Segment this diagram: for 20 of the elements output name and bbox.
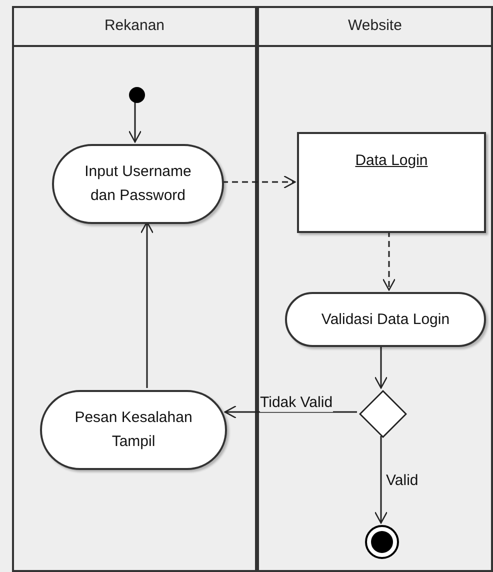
action-node xyxy=(285,292,486,347)
dashed-arrow xyxy=(222,175,296,189)
edge-label: Tidak Valid xyxy=(260,394,333,412)
arrow xyxy=(374,345,388,389)
arrow xyxy=(224,405,357,419)
arrow xyxy=(128,101,142,143)
action-node xyxy=(52,144,224,224)
swimlane xyxy=(12,6,257,572)
lane-title: Rekanan xyxy=(104,16,165,36)
arrow xyxy=(140,221,154,388)
swimlane xyxy=(257,6,493,572)
dashed-arrow xyxy=(382,231,396,291)
action-label: Validasi Data Login xyxy=(321,310,450,330)
object-name: Data Login xyxy=(355,151,428,171)
action-node xyxy=(40,390,227,470)
arrow xyxy=(374,436,388,524)
lane-title: Website xyxy=(348,16,402,36)
object-box xyxy=(297,132,486,233)
action-label: Pesan Kesalahan Tampil xyxy=(74,408,194,452)
action-label: Input Username dan Password xyxy=(84,162,192,206)
